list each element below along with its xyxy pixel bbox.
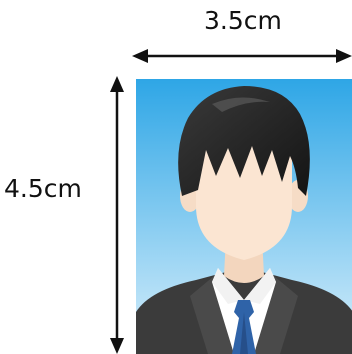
height-label: 4.5cm bbox=[4, 174, 82, 203]
hair bbox=[178, 86, 310, 196]
height-arrow bbox=[110, 76, 124, 354]
id-photo bbox=[136, 79, 352, 354]
width-arrow bbox=[132, 49, 352, 63]
width-label: 3.5cm bbox=[204, 6, 282, 35]
